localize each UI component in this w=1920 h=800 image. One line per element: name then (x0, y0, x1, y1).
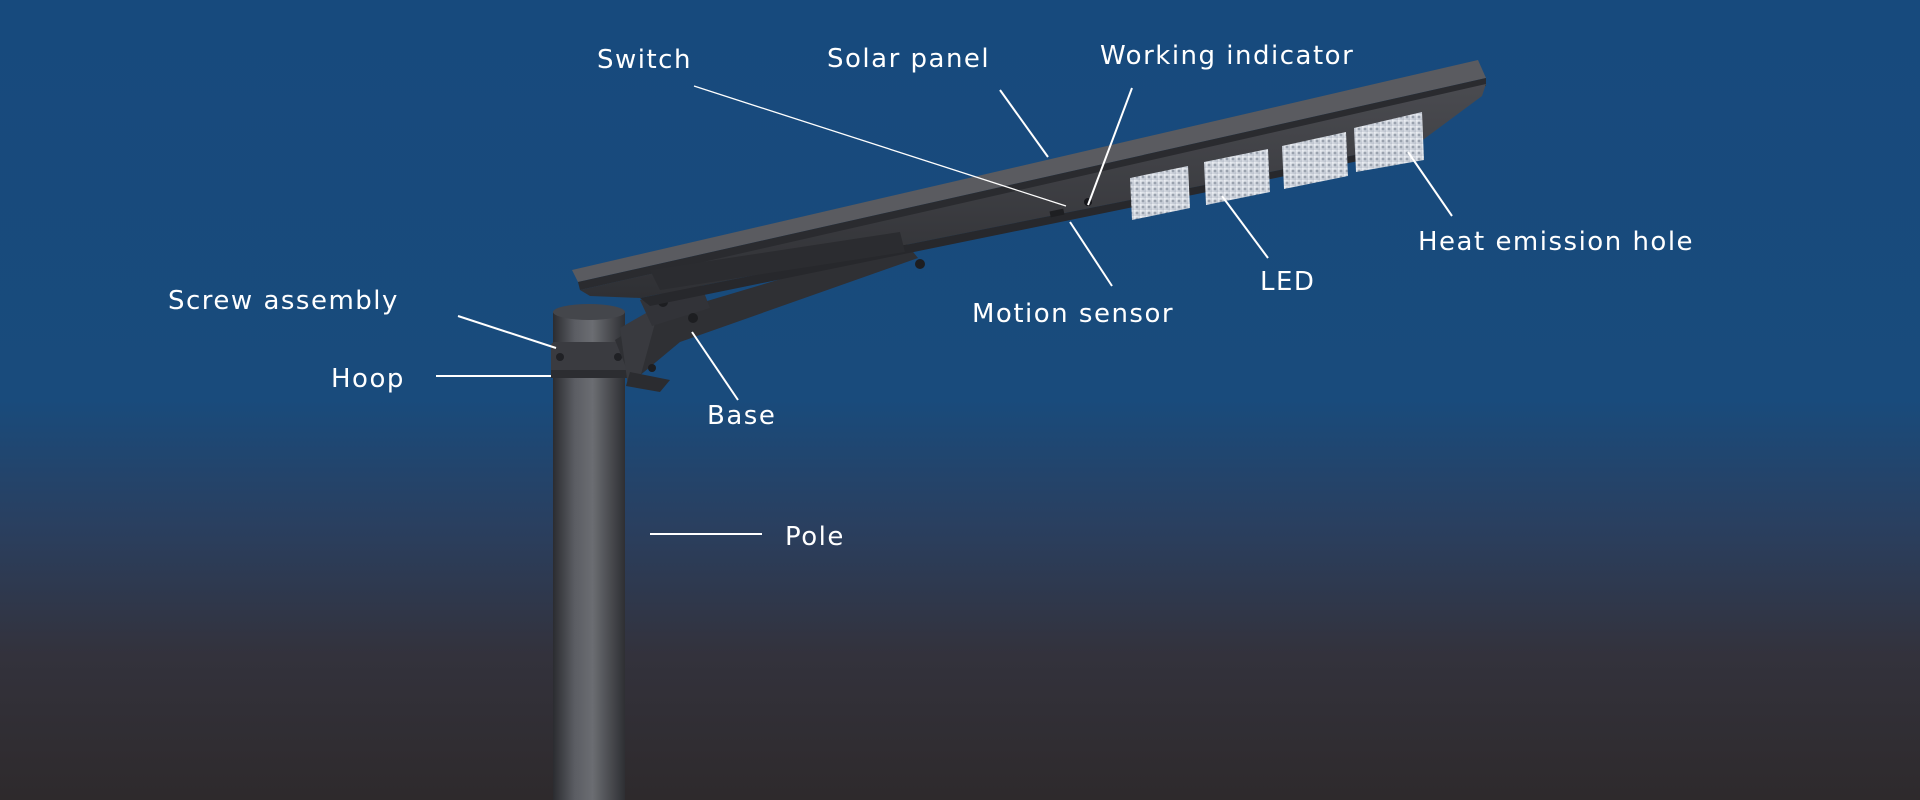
led-module (1204, 149, 1270, 205)
hoop (551, 342, 627, 378)
led-modules (1130, 112, 1424, 220)
led-module (1282, 132, 1348, 189)
pole (553, 304, 625, 800)
label-led: LED (1260, 267, 1315, 297)
solar-panel-leader (999, 89, 1049, 158)
label-solar-panel: Solar panel (827, 44, 990, 74)
leader-lines (436, 85, 1453, 535)
labels: Switch Solar panel Working indicator Hea… (168, 41, 1694, 552)
label-pole: Pole (785, 522, 845, 552)
screw-assembly-leader (457, 315, 557, 349)
led-module (1354, 112, 1424, 172)
led-leader (1221, 195, 1269, 259)
label-hoop: Hoop (331, 364, 405, 394)
label-base: Base (707, 401, 776, 431)
label-motion-sensor: Motion sensor (972, 299, 1174, 329)
heat-emission-hole-leader (1407, 151, 1453, 217)
base-leader (691, 331, 739, 401)
switch-leader (693, 85, 1067, 207)
led-module (1130, 166, 1190, 220)
lamp-head (572, 60, 1486, 306)
working-indicator-leader (1087, 87, 1133, 206)
label-heat-emission-hole: Heat emission hole (1418, 227, 1694, 257)
motion-sensor-leader (1069, 221, 1113, 287)
label-screw-assembly: Screw assembly (168, 286, 399, 316)
label-switch: Switch (597, 45, 692, 75)
label-working-indicator: Working indicator (1100, 41, 1354, 71)
